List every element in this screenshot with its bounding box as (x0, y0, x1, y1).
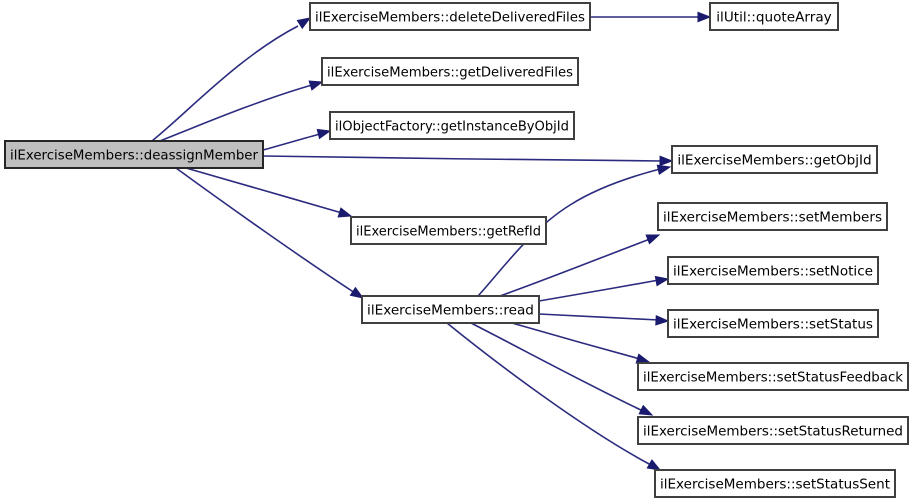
graph-node-getObjId[interactable]: ilExerciseMembers::getObjId (671, 145, 878, 174)
call-edge-read-to-getObjId (477, 164, 672, 297)
arrowhead-icon (697, 11, 712, 23)
edge-line (499, 238, 651, 297)
edge-line (159, 84, 313, 142)
arrowhead-icon (646, 459, 662, 471)
node-label: ilExerciseMembers::read (367, 303, 534, 319)
call-edge-read-to-setStatusSent (446, 322, 662, 471)
call-edge-deleteDeliveredFiles-to-quoteArray (590, 11, 712, 23)
arrowhead-icon (638, 404, 654, 416)
graph-node-setStatusReturned[interactable]: ilExerciseMembers::setStatusReturned (637, 416, 909, 445)
edge-line (262, 133, 321, 151)
arrowhead-icon (659, 155, 674, 167)
node-box[interactable] (671, 145, 878, 174)
graph-node-getInstanceByObjId[interactable]: ilObjectFactory::getInstanceByObjId (329, 111, 575, 140)
call-edge-deassignMember-to-read (175, 167, 365, 299)
node-box[interactable] (329, 111, 575, 140)
arrowhead-icon (349, 286, 365, 299)
node-label: ilExerciseMembers::setStatus (673, 317, 873, 333)
node-label: ilExerciseMembers::setMembers (663, 210, 882, 226)
node-box[interactable] (637, 416, 909, 445)
node-box-current[interactable] (4, 140, 264, 169)
graph-node-setNotice[interactable]: ilExerciseMembers::setNotice (667, 256, 879, 285)
call-edge-deassignMember-to-getObjId (262, 155, 674, 167)
edge-line (538, 313, 660, 321)
node-label: ilExerciseMembers::deassignMember (10, 148, 258, 164)
call-edge-deassignMember-to-deleteDeliveredFiles (151, 17, 312, 142)
arrowhead-icon (308, 80, 324, 91)
edge-line (511, 322, 641, 360)
call-edge-deassignMember-to-getInstanceByObjId (262, 128, 332, 151)
graph-node-getRefId[interactable]: ilExerciseMembers::getRefId (350, 216, 547, 245)
node-box[interactable] (637, 362, 909, 391)
call-edge-deassignMember-to-getRefId (185, 167, 353, 218)
node-label: ilUtil::quoteArray (716, 10, 831, 26)
call-edge-read-to-setMembers (499, 234, 661, 297)
graph-node-quoteArray[interactable]: ilUtil::quoteArray (709, 2, 839, 31)
node-layer: ilExerciseMembers::deassignMemberilExerc… (4, 2, 909, 498)
graph-node-setStatusFeedback[interactable]: ilExerciseMembers::setStatusFeedback (637, 362, 909, 391)
call-edge-read-to-setStatus (538, 313, 670, 326)
arrowhead-icon (654, 275, 670, 287)
arrowhead-icon (655, 315, 670, 326)
node-label: ilExerciseMembers::setNotice (673, 264, 873, 280)
graph-node-setStatusSent[interactable]: ilExerciseMembers::setStatusSent (654, 469, 896, 498)
node-box[interactable] (654, 469, 896, 498)
edge-line (477, 168, 661, 297)
call-edge-read-to-setStatusFeedback (511, 322, 651, 364)
node-label: ilExerciseMembers::setStatusFeedback (643, 370, 903, 386)
node-label: ilExerciseMembers::getRefId (356, 224, 541, 240)
graph-node-read[interactable]: ilExerciseMembers::read (361, 295, 540, 324)
node-label: ilExerciseMembers::setStatusSent (660, 477, 890, 493)
node-box[interactable] (350, 216, 547, 245)
node-label: ilExerciseMembers::deleteDeliveredFiles (315, 10, 585, 26)
node-box[interactable] (657, 202, 888, 231)
node-box[interactable] (321, 57, 579, 86)
arrowhead-icon (337, 207, 353, 218)
node-label: ilExerciseMembers::getDeliveredFiles (327, 65, 573, 81)
arrowhead-icon (645, 234, 661, 245)
node-box[interactable] (309, 2, 591, 31)
graph-node-getDeliveredFiles[interactable]: ilExerciseMembers::getDeliveredFiles (321, 57, 579, 86)
call-edge-read-to-setNotice (538, 275, 670, 302)
node-label: ilObjectFactory::getInstanceByObjId (335, 119, 569, 135)
node-label: ilExerciseMembers::getObjId (677, 153, 871, 169)
node-box[interactable] (667, 309, 879, 338)
edge-line (470, 322, 644, 412)
edge-line (446, 322, 652, 466)
node-box[interactable] (667, 256, 879, 285)
arrowhead-icon (296, 17, 312, 30)
node-box[interactable] (709, 2, 839, 31)
node-box[interactable] (361, 295, 540, 324)
edge-line (185, 167, 343, 214)
edge-line (151, 25, 299, 142)
node-label: ilExerciseMembers::setStatusReturned (643, 424, 903, 440)
call-edge-read-to-setStatusReturned (470, 322, 654, 416)
graph-node-deleteDeliveredFiles[interactable]: ilExerciseMembers::deleteDeliveredFiles (309, 2, 591, 31)
edge-line (538, 279, 660, 302)
edge-line (175, 167, 356, 294)
edge-line (262, 155, 663, 162)
call-edge-deassignMember-to-getDeliveredFiles (159, 80, 324, 142)
arrowhead-icon (316, 128, 332, 140)
graph-node-deassignMember[interactable]: ilExerciseMembers::deassignMember (4, 140, 264, 169)
arrowhead-icon (656, 164, 672, 176)
graph-node-setMembers[interactable]: ilExerciseMembers::setMembers (657, 202, 888, 231)
graph-node-setStatus[interactable]: ilExerciseMembers::setStatus (667, 309, 879, 338)
edge-layer (151, 11, 712, 471)
